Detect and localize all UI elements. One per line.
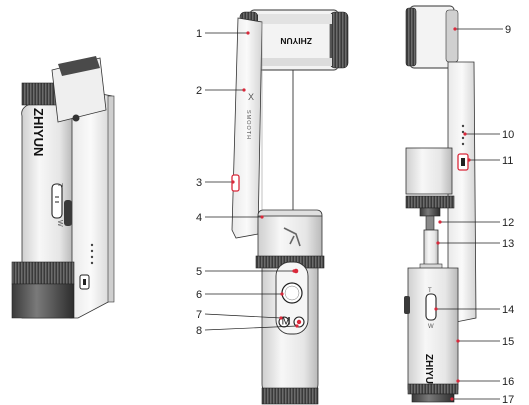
switch-bottom-label: W [428, 324, 434, 330]
folded-side-button [64, 200, 72, 226]
folded-arm-edge [107, 95, 115, 303]
callout-label-15: 15 [502, 336, 514, 348]
side-bottom-cap [411, 393, 455, 403]
folded-arm [69, 87, 113, 319]
side-knurl-ring [405, 195, 455, 209]
callout-label-13: 13 [502, 238, 514, 250]
folded-switch-bottom-label: W [56, 220, 63, 227]
arm-logo-mark: X [248, 92, 254, 102]
folded-switch-top-label: T [56, 183, 63, 188]
folded-view: ZHIYUN T W [11, 56, 115, 319]
callout-label-16: 16 [502, 376, 514, 388]
battery-indicator [461, 124, 465, 146]
callout-label-10: 10 [502, 129, 514, 141]
callout-label-11: 11 [502, 155, 513, 167]
side-view: T W ZHIYUN [404, 5, 477, 403]
side-trigger [404, 296, 410, 314]
folded-zoom-switch [51, 183, 63, 219]
extension-rod-side [423, 229, 439, 267]
motor-logo-icon [283, 227, 301, 247]
front-view: ZHIYUN X SMOOTH M [231, 9, 349, 405]
folded-switch-grip [55, 196, 59, 203]
side-bottom-knurl [407, 383, 459, 395]
middle-bottom-knurl [261, 387, 319, 405]
folded-battery-indicator [90, 243, 94, 265]
svg-text:M: M [282, 316, 291, 328]
switch-top-label: T [428, 288, 432, 294]
zoom-switch [425, 293, 437, 321]
clamp-brand-text: ZHIYUN [280, 36, 312, 46]
folded-brand-text: ZHIYUN [31, 108, 46, 156]
tripod-screw [425, 215, 435, 231]
callout-label-3: 3 [196, 177, 202, 189]
motor-housing [257, 215, 323, 259]
handle-brand-text: ZHIYUN [423, 354, 434, 391]
folded-clamp-top [58, 56, 100, 76]
callout-label-14: 14 [502, 304, 514, 316]
callout-label-6: 6 [196, 289, 202, 301]
callout-label-2: 2 [196, 85, 202, 97]
callout-label-4: 4 [196, 212, 202, 224]
callout-label-8: 8 [196, 325, 202, 337]
callout-label-1: 1 [196, 28, 202, 40]
callout-label-12: 12 [502, 217, 514, 229]
folded-bottom-cap [11, 283, 75, 319]
arm-text: SMOOTH [245, 110, 251, 140]
folded-pivot-icon [72, 114, 80, 122]
tripod-screw-top [419, 207, 441, 217]
folded-bottom-knurl [11, 261, 75, 285]
callouts: 1 2 3 4 5 6 7 8 9 10 11 12 13 14 15 16 [196, 24, 514, 405]
callout-label-9: 9 [505, 24, 511, 36]
callout-label-7: 7 [196, 309, 202, 321]
callout-label-5: 5 [196, 266, 202, 278]
side-motor-housing [405, 147, 453, 195]
callout-label-17: 17 [502, 394, 514, 405]
